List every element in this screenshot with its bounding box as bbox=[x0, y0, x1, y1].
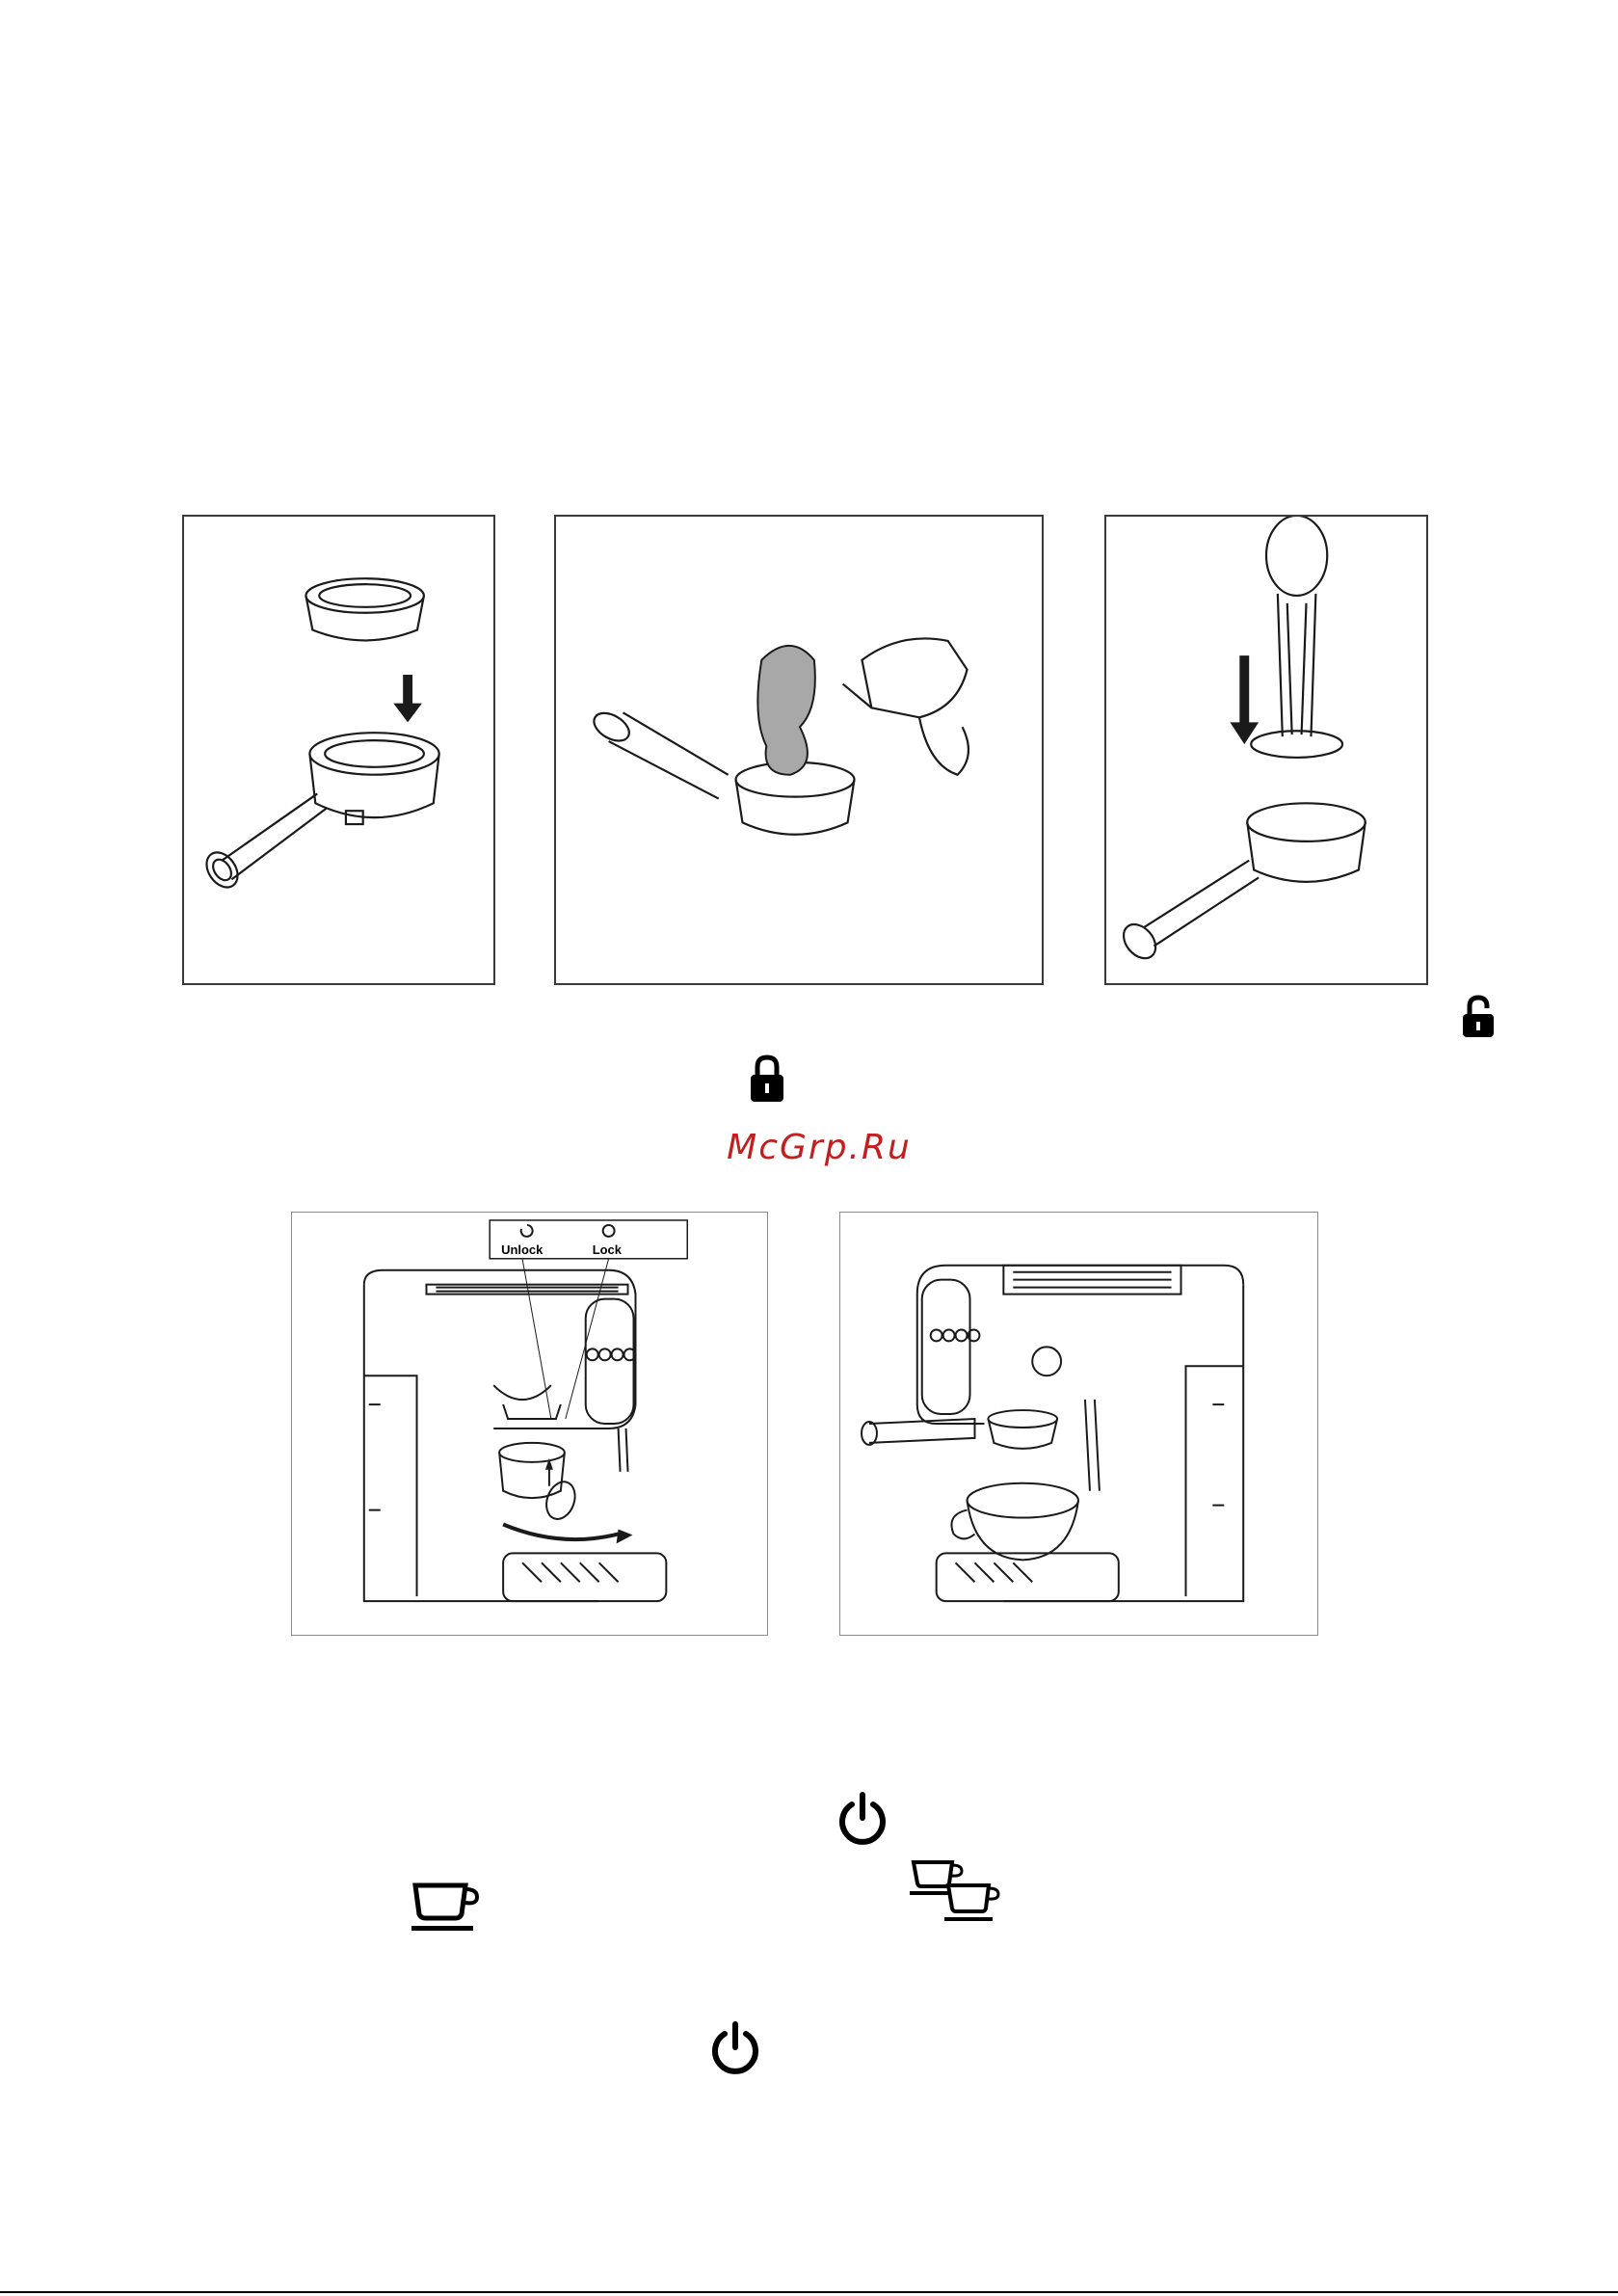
double-cup-icon bbox=[910, 1858, 1002, 1926]
page-bottom-rule bbox=[0, 2291, 1618, 2293]
figure-insert-portafilter: Unlock Lock bbox=[291, 1212, 768, 1636]
figure-tamp-coffee bbox=[1104, 515, 1428, 985]
figure-scoop-coffee bbox=[554, 515, 1044, 985]
figure-insert-filter-basket bbox=[182, 515, 495, 985]
lock-icon bbox=[748, 1054, 786, 1104]
power-icon-2 bbox=[709, 2020, 761, 2076]
tamper-illustration bbox=[1106, 517, 1426, 983]
figure-machine-with-cup bbox=[839, 1212, 1318, 1636]
machine-cup-illustration bbox=[840, 1213, 1317, 1635]
unlock-label: Unlock bbox=[501, 1242, 544, 1257]
power-icon bbox=[836, 1791, 889, 1847]
single-cup-icon bbox=[410, 1880, 485, 1934]
watermark-text: McGrp.Ru bbox=[713, 1128, 925, 1167]
filter-basket-illustration bbox=[184, 517, 493, 983]
scoop-illustration bbox=[556, 517, 1042, 983]
lock-label: Lock bbox=[593, 1242, 623, 1257]
unlock-icon bbox=[1460, 995, 1497, 1039]
machine-lock-illustration: Unlock Lock bbox=[292, 1213, 767, 1635]
